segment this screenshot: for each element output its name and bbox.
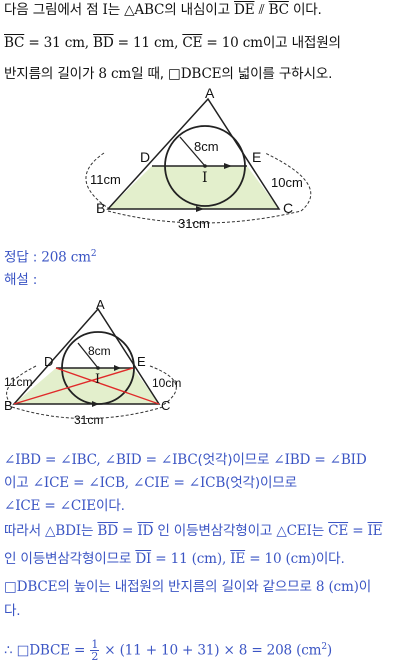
fig2-label-a: A [96,297,105,312]
solution-line-3: ∠ICE = ∠CIE이다. [4,498,125,514]
fig1-label-a: A [205,85,215,101]
problem-line-3: 반지름의 길이가 8 cm일 때, □DBCE의 넓이를 구하시오. [4,66,333,82]
solution-line-7: 다. [4,603,21,619]
fig2-label-d: D [44,354,54,369]
fig2-bottom-label: 31cm [74,413,104,427]
solution-line-5: 인 이등변삼각형이므로 DI = 11 (cm), IE = 10 (cm)이다… [4,551,345,567]
figure-1 [85,97,312,224]
fig2-label-b: B [4,398,13,413]
figure-2 [6,307,177,419]
fig2-radius-label: 8cm [88,344,111,358]
solution-label: 해설 : [4,272,38,288]
problem-line-2: BC = 31 cm, BD = 11 cm, CE = 10 cm이고 내접원… [4,35,341,51]
fig2-left-label: 11cm [4,375,33,389]
problem-line-1: 다음 그림에서 점 I는 △ABC의 내심이고 DE ⫽ BC 이다. [4,2,322,18]
fig1-radius-label: 8cm [194,139,219,154]
fig1-right-label: 10cm [271,175,303,190]
fig1-left-label: 11cm [90,172,121,187]
solution-line-6: □DBCE의 높이는 내접원의 반지름의 길이와 같으므로 8 (cm)이 [4,579,372,595]
fig2-label-i: I [95,372,101,387]
fig1-label-e: E [252,149,262,165]
solution-line-1: ∠IBD = ∠IBC, ∠BID = ∠IBC(엇각)이므로 ∠IBD = ∠… [4,452,367,468]
fig2-right-label: 10cm [152,376,182,390]
answer: 정답 : 208 cm2 [4,249,97,266]
fig1-label-i: I [202,170,208,186]
solution-line-2: 이고 ∠ICE = ∠ICB, ∠CIE = ∠ICB(엇각)이므로 [4,475,297,491]
fig1-label-b: B [96,200,106,216]
fig1-bottom-label: 31cm [178,216,210,231]
fig1-label-d: D [140,149,151,165]
fig2-label-e: E [137,354,146,369]
fig1-label-c: C [283,200,294,216]
fig2-label-c: C [161,398,171,413]
solution-line-4: 따라서 △BDI는 BD = ID 인 이등변삼각형이고 △CEI는 CE = … [4,523,383,539]
